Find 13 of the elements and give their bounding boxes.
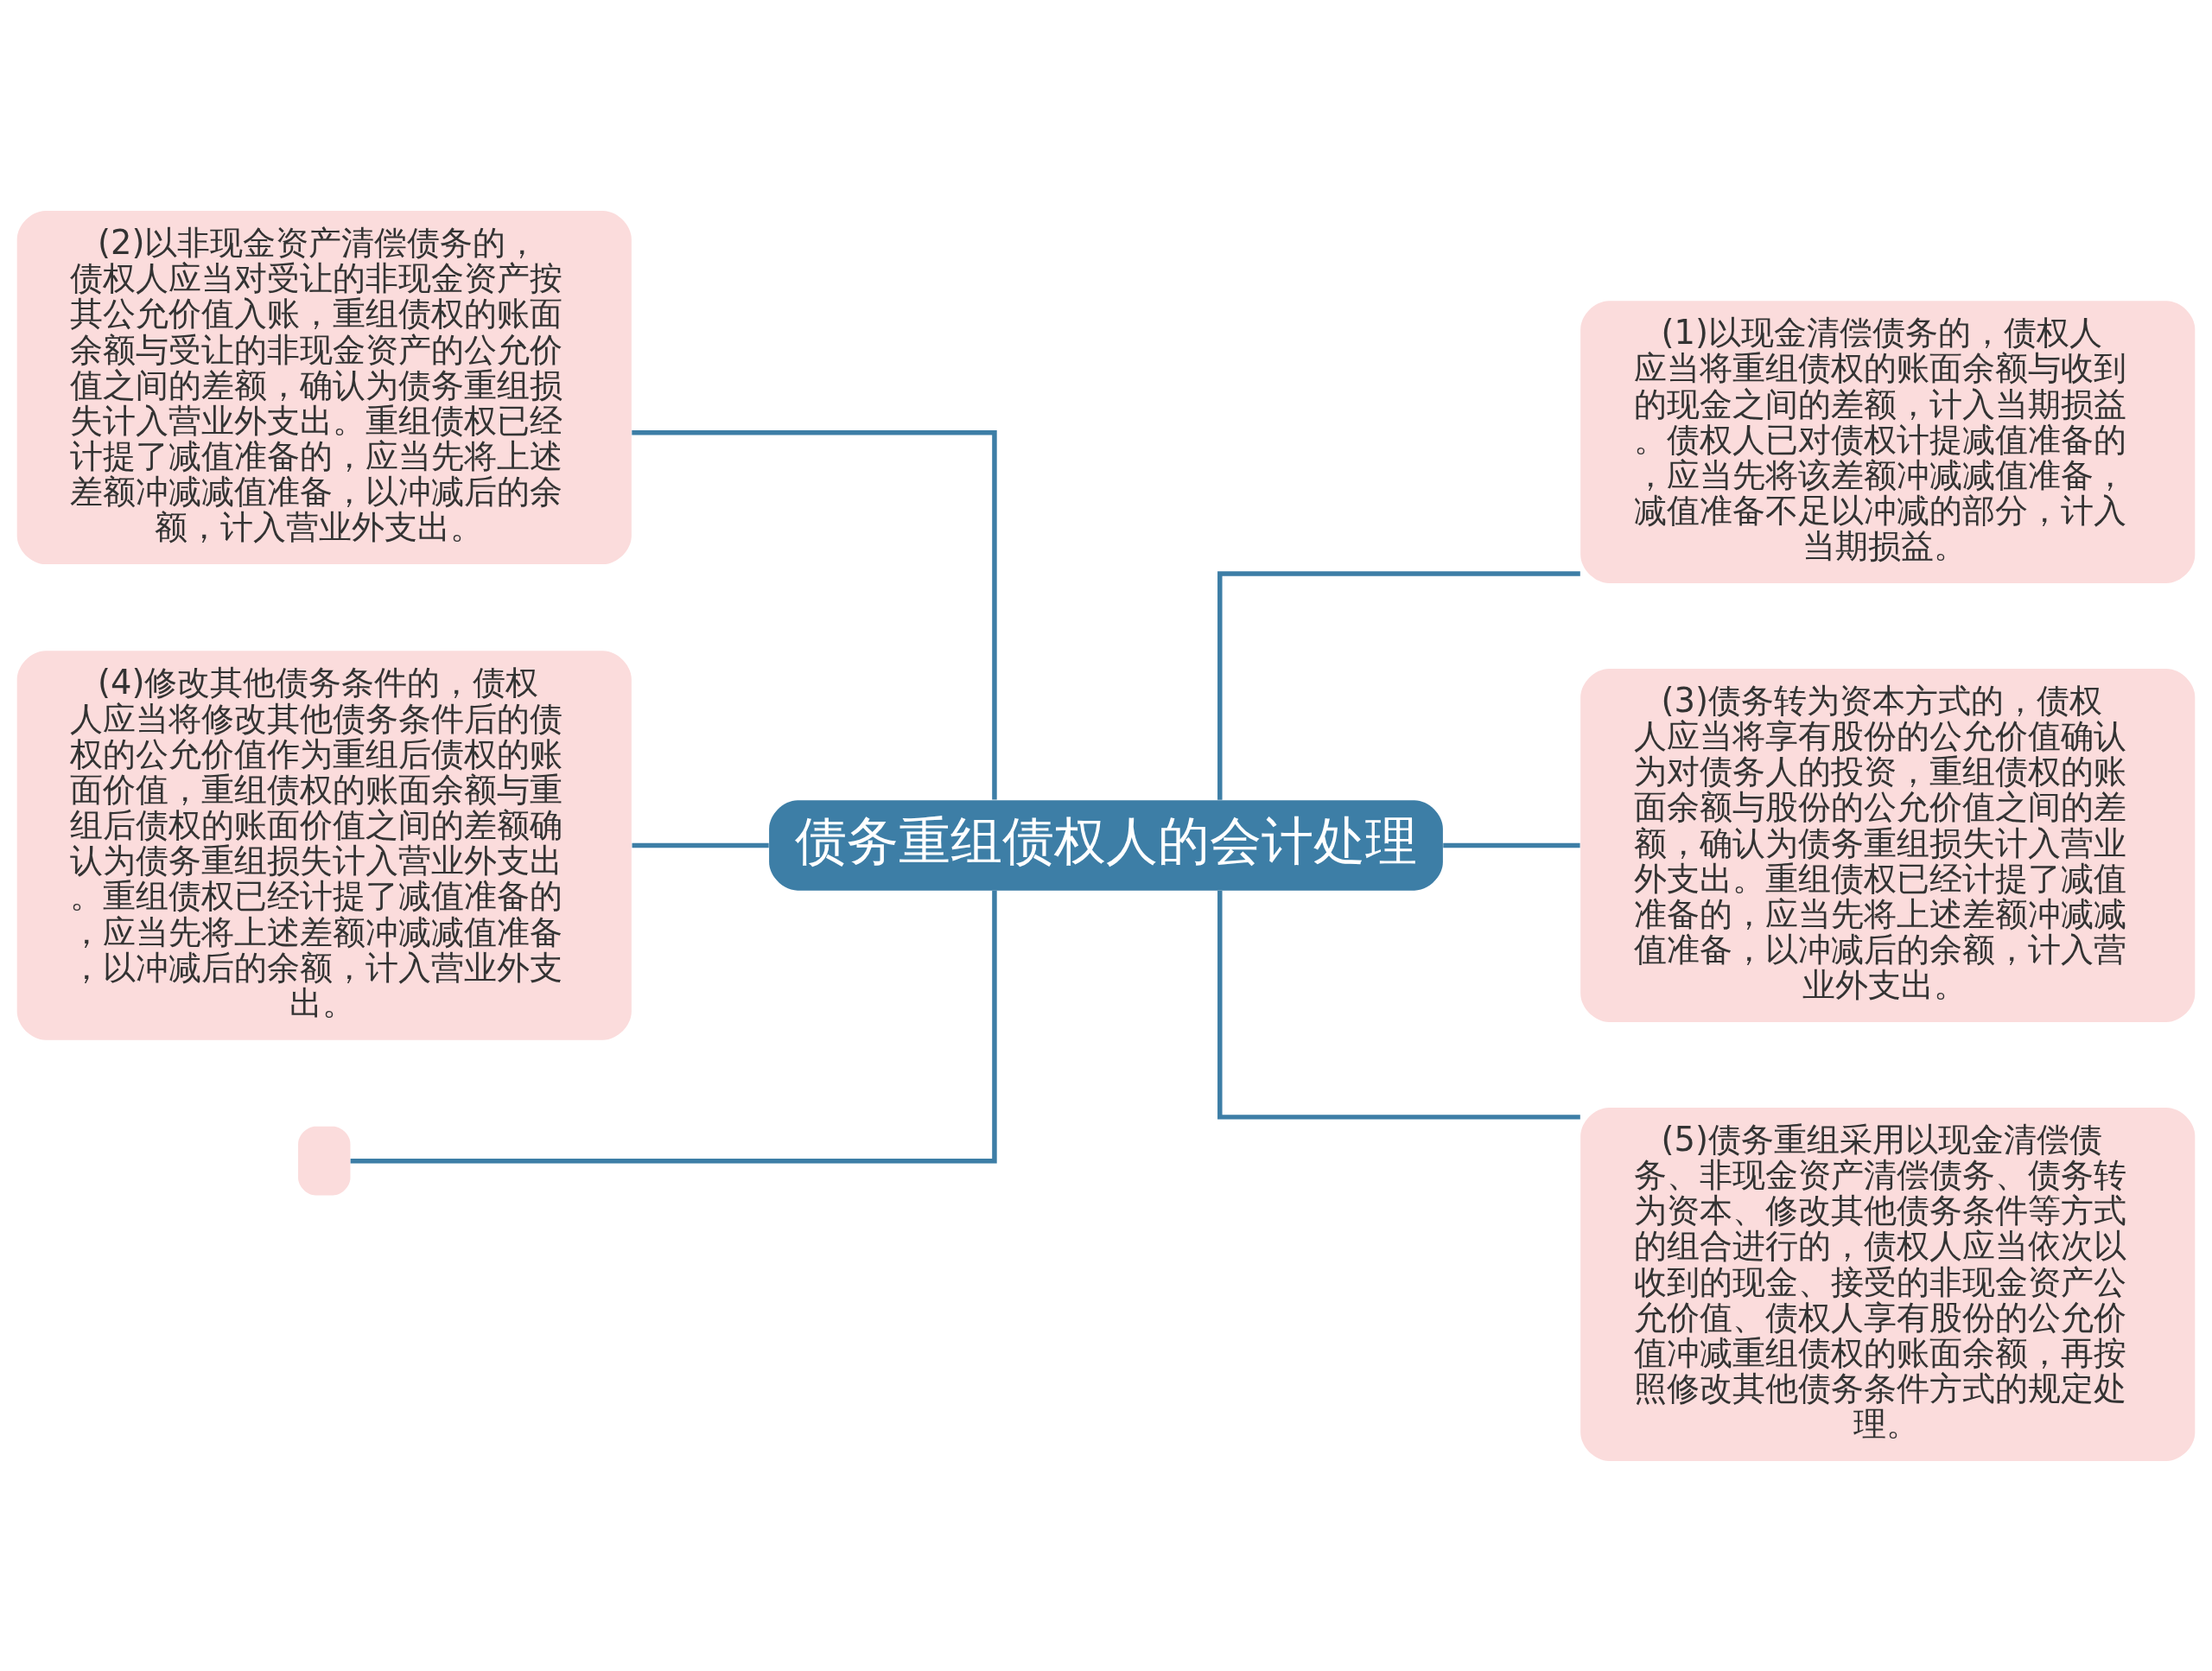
node-box: (4)修改其他债务条件的，债权人应当将修改其他债务条件后的债权的公允价值作为重组后债权的账面价值，重组债权的账面余额与重组后债权的账面价值之间的差额确认为债务重组损失计入营业外支出。重组债权已经计提了减值准备的，应当先将上述差额冲减减值准备，以冲减后的余额，计入营业外支出。 [16,650,632,1040]
connector [1443,842,1580,848]
connector [632,429,997,799]
connector [632,842,769,848]
node-box: (1)以现金清偿债务的，债权人应当将重组债权的账面余额与收到的现金之间的差额，计入当期损益。债权人已对债权计提减值准备的，应当先将该差额冲减减值准备，减值准备不足以冲减的部分，计入当期损益。 [1580,300,2196,583]
node-box: (3)债务转为资本方式的，债权人应当将享有股份的公允价值确认为对债务人的投资，重组债权的账面余额与股份的公允价值之间的差额，确认为债务重组损失计入营业外支出。重组债权已经计提了减值准备的，应当先将上述差额冲减减值准备，以冲减后的余额，计入营业外支出。 [1580,668,2196,1022]
connector [1217,890,1580,1120]
node-box: (2)以非现金资产清偿债务的，债权人应当对受让的非现金资产按其公允价值入账，重组债权的账面余额与受让的非现金资产的公允价值之间的差额，确认为债务重组损失计入营业外支出。重组债权已经计提了减值准备的，应当先将上述差额冲减减值准备，以冲减后的余额，计入营业外支出。 [16,210,632,564]
connector [1217,570,1580,800]
connector [350,890,997,1163]
node-box: (5)债务重组采用以现金清偿债务、非现金资产清偿债务、债务转为资本、修改其他债务条件等方式的组合进行的，债权人应当依次以收到的现金、接受的非现金资产公允价值、债权人享有股份的公允价值冲减重组债权的账面余额，再按照修改其他债务条件方式的规定处理。 [1580,1107,2196,1461]
node-box: 债务重组债权人的会计处理 [769,799,1443,891]
node-box [298,1126,351,1195]
